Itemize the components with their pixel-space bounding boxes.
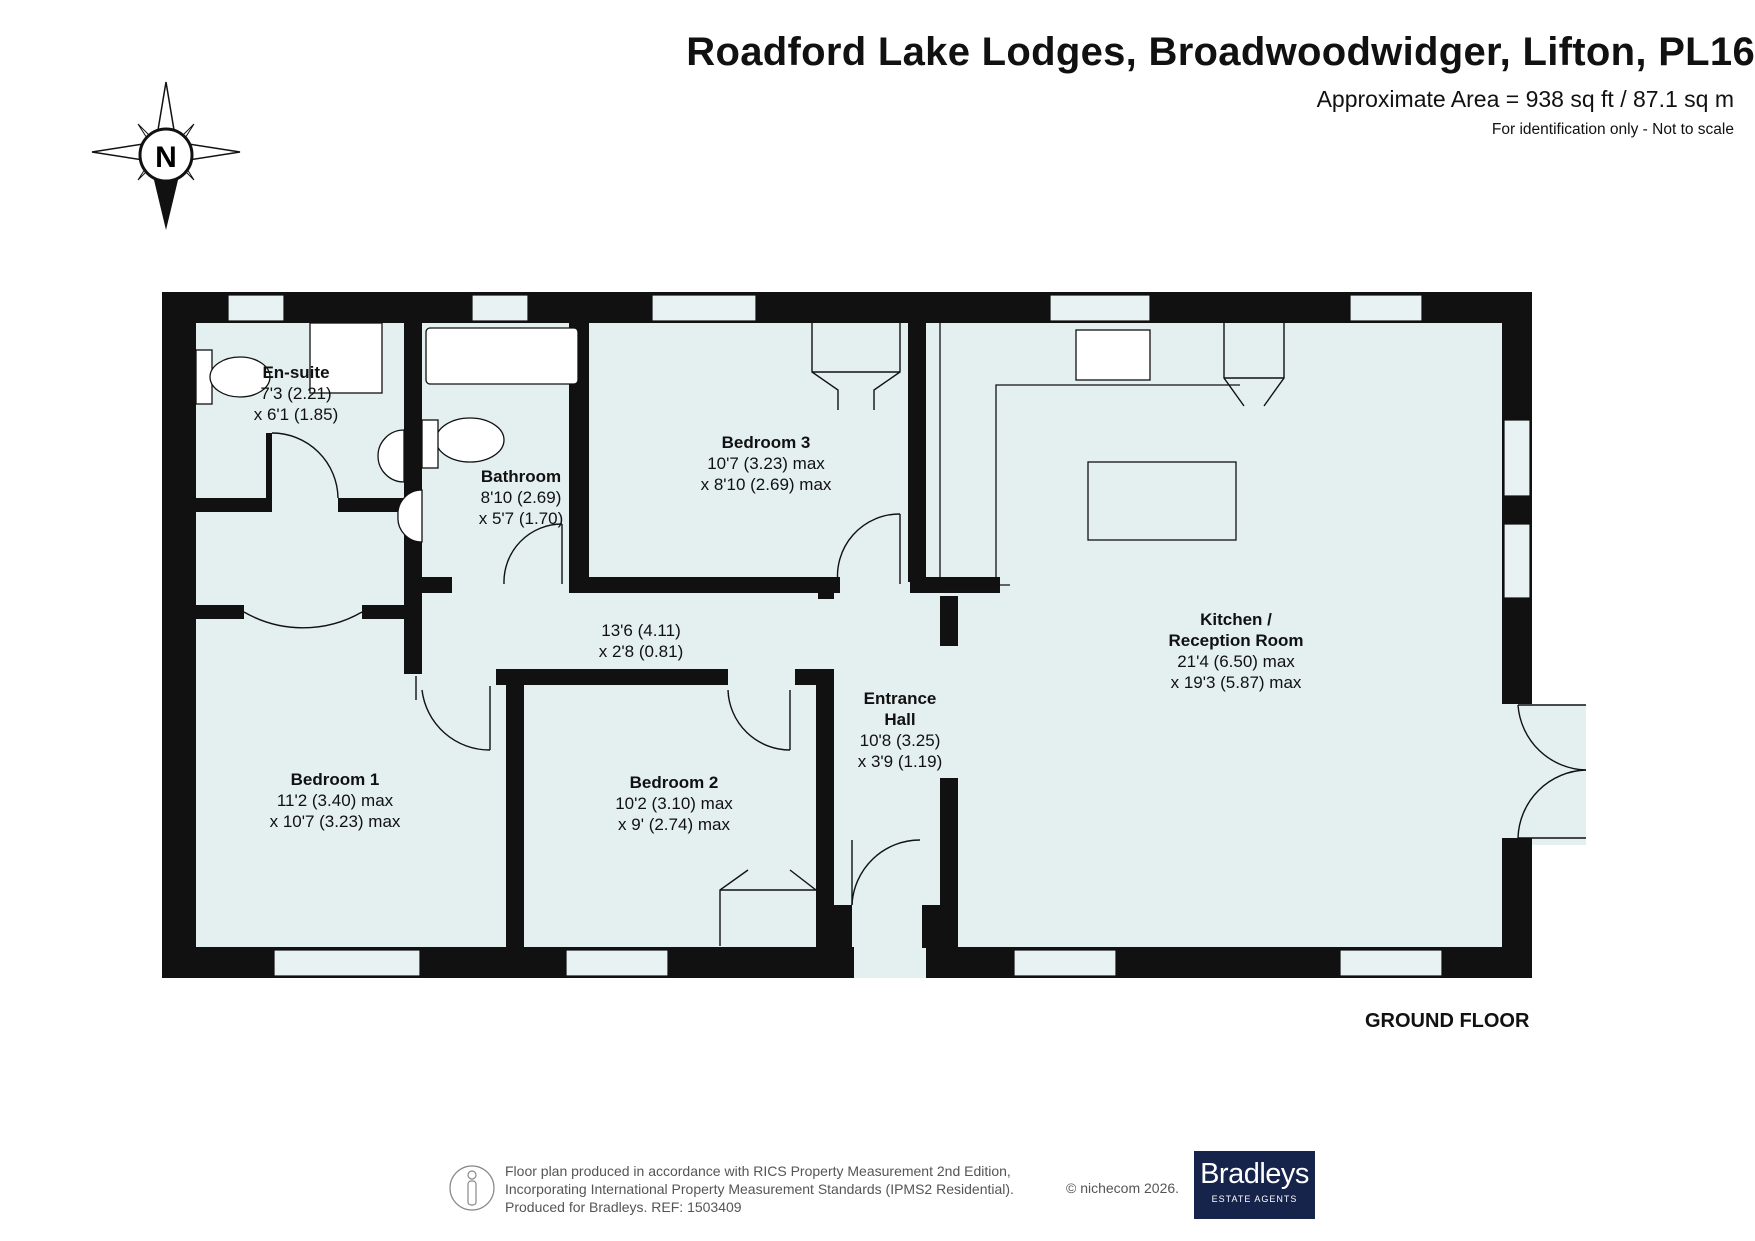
room-name: Bedroom 3 <box>721 433 811 452</box>
footer-line: Floor plan produced in accordance with R… <box>505 1163 1011 1179</box>
doors <box>243 323 1587 946</box>
walls <box>162 292 1532 978</box>
room-dimension: x 6'1 (1.85) <box>253 405 339 424</box>
room-name: Reception Room <box>1168 631 1304 650</box>
room-name: Hall <box>884 710 916 729</box>
compass-letter: N <box>155 141 177 174</box>
bath-icon <box>425 327 579 385</box>
room-dimension: x 3'9 (1.19) <box>857 752 943 771</box>
compass-icon: N <box>91 81 241 230</box>
room-dimension: 10'8 (3.25) <box>859 731 941 750</box>
room-dimension: 10'2 (3.10) max <box>615 794 733 813</box>
kitchen-island <box>1087 461 1237 541</box>
room-dimension: x 19'3 (5.87) max <box>1170 673 1302 692</box>
room-name: Bathroom <box>480 467 562 486</box>
room-dimension: x 8'10 (2.69) max <box>700 475 832 494</box>
toilet-icon <box>435 417 505 463</box>
room-name: Kitchen / <box>1200 610 1272 629</box>
room-dimension: 21'4 (6.50) max <box>1177 652 1295 671</box>
room-dimension: x 10'7 (3.23) max <box>269 812 401 831</box>
basin-icon <box>397 489 423 543</box>
page-title: Roadford Lake Lodges, Broadwoodwidger, L… <box>686 30 1755 74</box>
footer-line: Incorporating International Property Mea… <box>505 1181 1014 1197</box>
bradleys-logo: Bradleys ESTATE AGENTS <box>1194 1151 1315 1219</box>
room-label-entrance-hall: Entrance Hall 10'8 (3.25) x 3'9 (1.19) <box>858 688 943 772</box>
approximate-area: Approximate Area = 938 sq ft / 87.1 sq m <box>1316 86 1734 112</box>
room-label-ensuite: En-suite 7'3 (2.21) x 6'1 (1.85) <box>254 362 339 425</box>
basin-icon <box>377 429 405 483</box>
room-dimension: 10'7 (3.23) max <box>707 454 825 473</box>
footer-line: Produced for Bradleys. REF: 1503409 <box>505 1199 742 1215</box>
logo-name: Bradleys <box>1200 1158 1309 1190</box>
room-dimension: 8'10 (2.69) <box>480 488 562 507</box>
logo-subtitle: ESTATE AGENTS <box>1211 1194 1298 1204</box>
room-label-bedroom-2: Bedroom 2 10'2 (3.10) max x 9' (2.74) ma… <box>615 772 733 835</box>
room-dimension: x 2'8 (0.81) <box>598 642 684 661</box>
room-dimension: 13'6 (4.11) <box>601 621 681 640</box>
windows <box>227 294 1531 977</box>
sink-icon <box>1075 329 1151 381</box>
person-icon <box>449 1165 495 1211</box>
room-name: Bedroom 2 <box>629 773 719 792</box>
room-label-bathroom: Bathroom 8'10 (2.69) x 5'7 (1.70) <box>479 466 564 529</box>
kitchen-worktop <box>939 323 1240 586</box>
room-label-hallway: 13'6 (4.11) x 2'8 (0.81) <box>599 620 684 662</box>
shower-icon <box>309 322 383 394</box>
room-dimension: 7'3 (2.21) <box>260 384 332 403</box>
floor-area <box>162 292 1586 978</box>
disclaimer: For identification only - Not to scale <box>1491 121 1734 138</box>
room-dimension: x 5'7 (1.70) <box>478 509 564 528</box>
room-label-kitchen: Kitchen / Reception Room 21'4 (6.50) max… <box>1168 609 1303 693</box>
fixtures <box>195 322 1237 543</box>
floor-label: GROUND FLOOR <box>1365 1010 1530 1032</box>
room-name: Entrance <box>863 689 937 708</box>
copyright: © nichecom 2026. <box>1066 1180 1180 1196</box>
room-name: En-suite <box>262 363 330 382</box>
room-label-bedroom-1: Bedroom 1 11'2 (3.40) max x 10'7 (3.23) … <box>270 769 401 832</box>
room-dimension: x 9' (2.74) max <box>618 815 730 834</box>
room-dimension: 11'2 (3.40) max <box>276 791 394 810</box>
room-label-bedroom-3: Bedroom 3 10'7 (3.23) max x 8'10 (2.69) … <box>701 432 832 495</box>
room-name: Bedroom 1 <box>290 770 380 789</box>
footer-notes: Floor plan produced in accordance with R… <box>505 1162 1014 1216</box>
